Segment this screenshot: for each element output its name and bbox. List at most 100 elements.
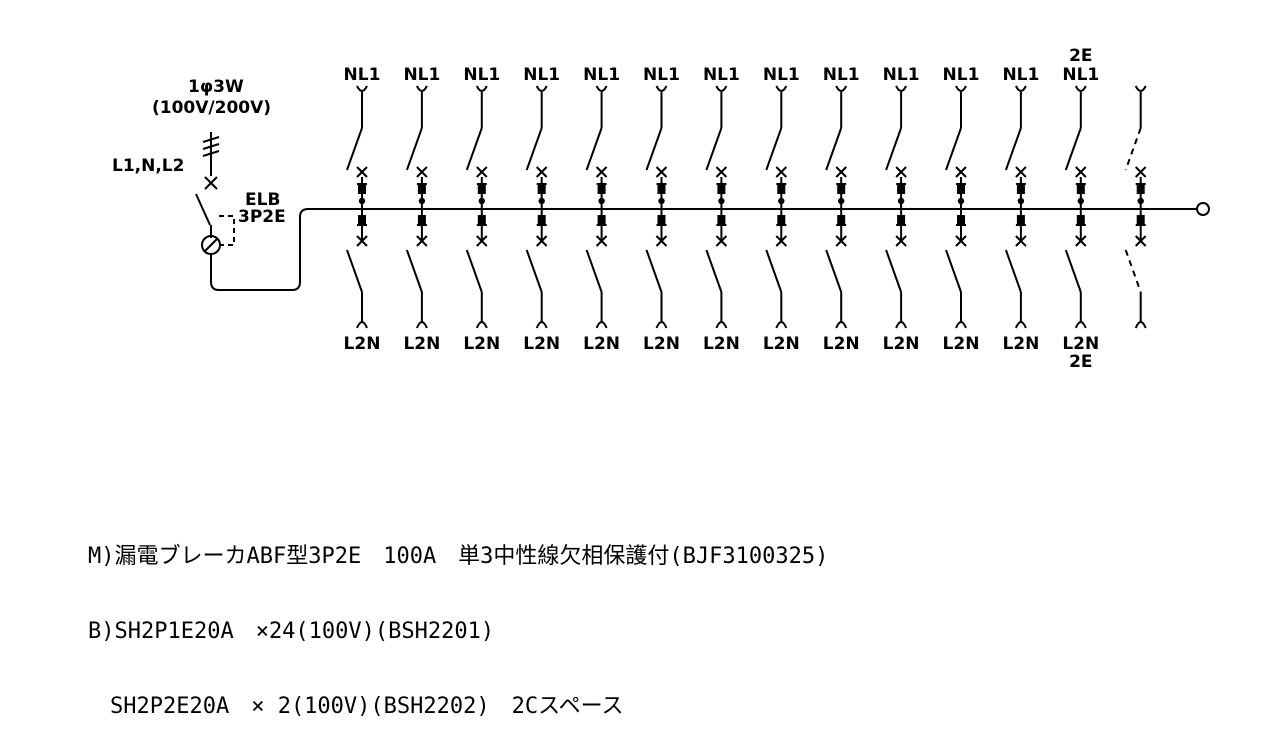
top-switch-blade: [945, 127, 962, 171]
top-terminal: [895, 85, 907, 92]
top-switch-blade: [1004, 127, 1022, 171]
contact-x: [356, 166, 368, 178]
main-contact-x: [204, 176, 218, 190]
source-wires: L1,N,L2: [112, 156, 184, 176]
bottom-switch-blade: [585, 249, 603, 293]
contact-x: [775, 166, 788, 178]
pole-bar: [537, 183, 546, 194]
top-switch-blade: [346, 127, 363, 171]
contact-x: [416, 166, 428, 178]
contact-x: [655, 166, 668, 178]
contact-x: [955, 235, 967, 247]
bottom-label: L2N: [703, 334, 740, 354]
contact-x: [895, 166, 907, 178]
top-terminal: [475, 85, 488, 92]
contact-x: [595, 235, 608, 247]
bottom-terminal: [475, 321, 488, 329]
bottom-label: L2N: [403, 334, 440, 354]
bottom-switch-blade: [645, 249, 663, 293]
contact-x: [535, 166, 548, 178]
main-breaker-name: ELB: [245, 190, 280, 210]
pole-bar: [957, 215, 965, 226]
top-label: NL1: [703, 65, 740, 85]
top-switch-blade: [765, 127, 783, 171]
contact-x: [1015, 166, 1027, 178]
source-voltage: (100V/200V): [152, 98, 271, 118]
single-line-diagram: 1φ3W (100V/200V) L1,N,L2 ELB 3P2E NL1L2N…: [112, 46, 1210, 372]
top-label: NL1: [344, 65, 381, 85]
note-branch-2: SH2P2E20A × 2(100V)(BSH2202) 2Cスペース: [88, 694, 624, 719]
bottom-terminal: [595, 321, 608, 329]
pole-bar: [657, 183, 666, 194]
bus-node: [538, 197, 545, 205]
top-switch-blade: [465, 127, 483, 171]
bottom-terminal: [655, 321, 668, 329]
pole-bar: [477, 183, 486, 194]
contact-x: [356, 235, 368, 247]
top-label: NL1: [583, 65, 620, 85]
pole-bar: [537, 215, 546, 226]
pole-bar: [717, 183, 726, 194]
pole-bar: [417, 183, 426, 194]
top-terminal: [955, 85, 967, 92]
top-terminal: [416, 85, 428, 92]
bottom-label: L2N: [943, 334, 980, 354]
bottom-label-extra: 2E: [1069, 352, 1092, 372]
pole-bar: [358, 215, 366, 226]
bottom-switch-blade: [885, 249, 903, 293]
bottom-label: L2N: [583, 334, 620, 354]
top-label-extra: 2E: [1069, 46, 1092, 66]
bottom-terminal: [356, 321, 368, 329]
bottom-switch-blade: [825, 249, 843, 293]
bus-node: [778, 197, 785, 205]
leakage-sensor-slash: [203, 237, 219, 253]
pole-bar: [897, 183, 906, 194]
top-terminal: [1015, 85, 1027, 92]
top-label: NL1: [1002, 65, 1039, 85]
bottom-switch-blade: [405, 249, 423, 293]
pole-bar: [1076, 183, 1085, 194]
bus-node: [478, 197, 485, 205]
bottom-switch-blade: [945, 249, 962, 293]
bus-node: [1077, 197, 1085, 205]
bottom-switch-blade: [1004, 249, 1022, 293]
contact-x: [1134, 166, 1147, 178]
top-switch-blade: [525, 127, 543, 171]
bus-node: [658, 197, 665, 205]
top-label: NL1: [403, 65, 440, 85]
contact-x: [1075, 235, 1087, 247]
top-label: NL1: [883, 65, 920, 85]
wire-tick: [202, 143, 220, 150]
contact-x: [1075, 166, 1087, 178]
contact-x: [715, 235, 728, 247]
contact-x: [476, 235, 488, 247]
top-label: NL1: [643, 65, 680, 85]
top-terminal: [1074, 85, 1087, 92]
bottom-terminal: [415, 321, 428, 329]
bottom-label: L2N: [463, 334, 500, 354]
pole-bar: [1076, 215, 1085, 226]
pole-bar: [417, 215, 426, 226]
bottom-switch-blade: [705, 249, 723, 293]
bottom-label: L2N: [1062, 334, 1099, 354]
bus-node: [957, 197, 965, 205]
pole-bar: [837, 183, 846, 194]
bottom-label: L2N: [523, 334, 560, 354]
pole-bar: [358, 183, 366, 194]
bottom-label: L2N: [823, 334, 860, 354]
pole-bar: [837, 215, 846, 226]
contact-x: [655, 235, 668, 247]
bottom-switch-blade: [346, 249, 363, 293]
top-switch-blade: [585, 127, 603, 171]
top-terminal: [535, 85, 548, 92]
pole-bar: [1016, 215, 1025, 226]
source-phase: 1φ3W: [188, 77, 244, 97]
contact-x: [715, 166, 728, 178]
pole-bar: [597, 183, 606, 194]
contact-x: [476, 166, 488, 178]
feeder-wire: [210, 208, 1196, 291]
bottom-terminal: [895, 321, 908, 329]
bottom-switch-blade: [1064, 249, 1082, 293]
contact-x: [595, 166, 608, 178]
contact-x: [416, 235, 428, 247]
